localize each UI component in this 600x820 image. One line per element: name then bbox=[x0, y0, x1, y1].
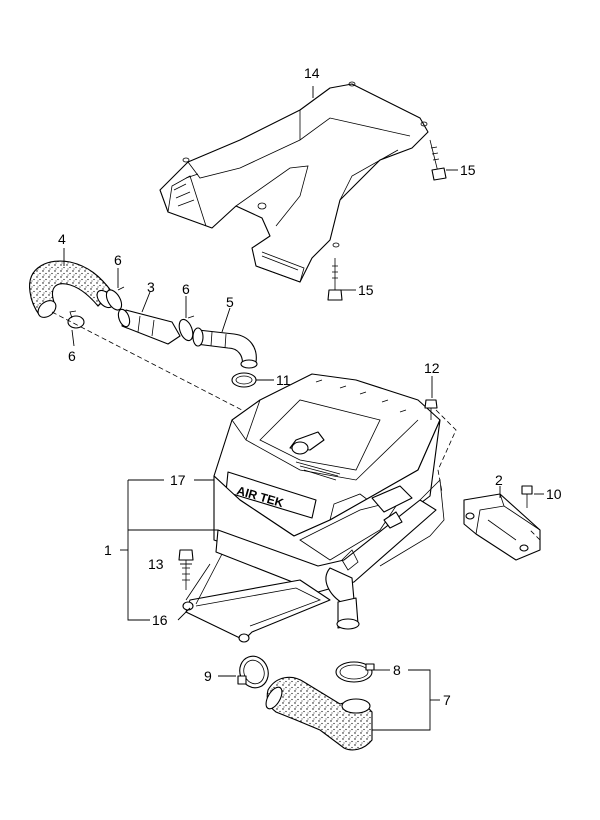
hose-clamp-9 bbox=[237, 655, 269, 689]
callout-15-upper: 15 bbox=[460, 162, 476, 178]
hose-clamp-6-left bbox=[67, 310, 85, 329]
callout-10: 10 bbox=[546, 486, 562, 502]
hose-clamp-6-right bbox=[178, 315, 195, 342]
callout-16: 16 bbox=[152, 612, 168, 628]
callout-5: 5 bbox=[226, 294, 234, 310]
air-intake-duct bbox=[159, 81, 429, 283]
callout-labels: 14 15 15 4 6 6 3 6 5 11 12 2 10 17 1 13 … bbox=[58, 65, 562, 708]
callout-6-left: 6 bbox=[68, 348, 76, 364]
callout-9: 9 bbox=[204, 668, 212, 684]
callout-17: 17 bbox=[170, 472, 186, 488]
callout-6-mid: 6 bbox=[114, 252, 122, 268]
callout-1: 1 bbox=[104, 542, 112, 558]
bracket-2 bbox=[463, 493, 541, 561]
callout-15-lower: 15 bbox=[358, 282, 374, 298]
callout-8: 8 bbox=[393, 662, 401, 678]
bracket-2-guide bbox=[529, 529, 541, 541]
intake-hose-7 bbox=[265, 676, 373, 751]
bolt-15-lower bbox=[327, 258, 343, 301]
bolt-12-guide bbox=[435, 409, 457, 493]
leader-lines bbox=[63, 86, 544, 731]
callout-6-right: 6 bbox=[182, 281, 190, 297]
connector-pipe-3 bbox=[117, 308, 181, 345]
callout-4: 4 bbox=[58, 231, 66, 247]
callout-3: 3 bbox=[147, 279, 155, 295]
intake-hose-4 bbox=[29, 260, 114, 318]
clamp-ring-11 bbox=[231, 372, 257, 388]
hose-clamp-8 bbox=[335, 661, 375, 683]
bolt-10 bbox=[521, 485, 533, 508]
bolt-15-upper bbox=[429, 139, 447, 181]
callout-11: 11 bbox=[276, 372, 291, 388]
mounting-bracket-16 bbox=[182, 553, 331, 643]
callout-13: 13 bbox=[148, 556, 164, 572]
bolt-13 bbox=[178, 549, 194, 590]
callout-12: 12 bbox=[424, 360, 440, 376]
elbow-hose-5 bbox=[192, 327, 258, 369]
callout-7: 7 bbox=[443, 692, 451, 708]
callout-2: 2 bbox=[495, 472, 503, 488]
callout-14: 14 bbox=[304, 65, 320, 81]
hose-clamp-6-mid bbox=[105, 286, 125, 311]
bolt-12 bbox=[424, 399, 438, 420]
air-cleaner-housing bbox=[213, 419, 445, 630]
